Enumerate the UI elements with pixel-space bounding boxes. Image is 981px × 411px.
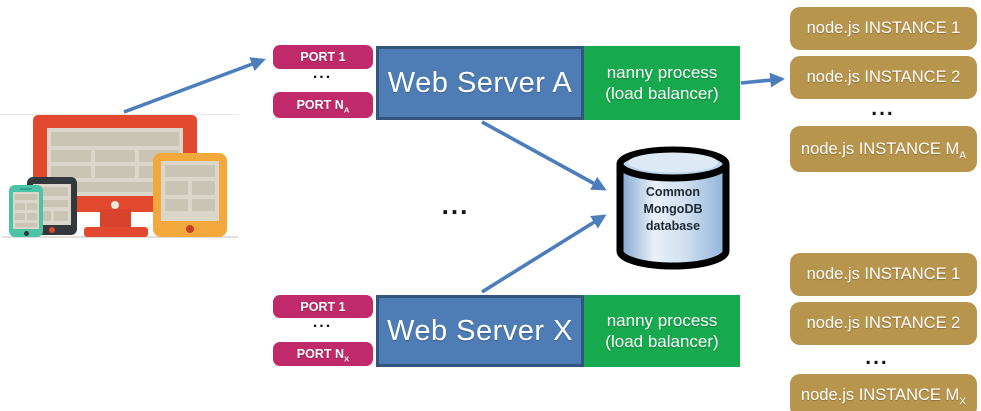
screen-wireframe-block [51, 132, 179, 146]
cylinder-icon [616, 146, 730, 270]
screen-wireframe-block [36, 200, 68, 207]
tablet-home-button [186, 225, 194, 233]
screen-wireframe-block [165, 181, 188, 195]
instance-label: node.js INSTANCE 2 [806, 314, 961, 332]
monitor-camera-dot [111, 201, 119, 209]
phone-screen [13, 192, 39, 229]
mongodb-label-line: MongoDB [643, 201, 703, 216]
mongodb-label-line: database [645, 218, 701, 233]
nodejs-instance-x-m: node.js INSTANCE MX [790, 374, 977, 411]
servers-ellipsis: ... [441, 190, 470, 220]
screen-wireframe-block [192, 199, 215, 211]
web-server-a-box: Web Server A [376, 46, 584, 120]
arrow-nanny-a-to-instances [740, 72, 785, 88]
nanny-x-line2: (load balancer) [605, 332, 719, 351]
ports-x-ellipsis: ... [312, 314, 333, 331]
instance-label: node.js INSTANCE 1 [806, 19, 961, 37]
screen-wireframe-block [27, 203, 37, 210]
web-server-a-label: Web Server A [387, 66, 573, 99]
screen-wireframe-block [15, 213, 25, 220]
screen-wireframe-block [51, 182, 179, 192]
ports-a-ellipsis: ... [312, 65, 333, 82]
screen-wireframe-block [95, 150, 135, 162]
instance-label: node.js INSTANCE MA [800, 139, 967, 161]
instances-x-ellipsis: ... [865, 346, 889, 369]
monitor-stand-base [84, 227, 148, 237]
mongodb-database: Common MongoDB database [612, 144, 734, 274]
nanny-process-a-box: nanny process (load balancer) [584, 46, 740, 120]
nanny-a-line1: nanny process [606, 62, 718, 82]
screen-wireframe-block [36, 211, 51, 221]
phone-speaker [20, 188, 32, 190]
port-label: PORT NA [296, 98, 350, 115]
ground-line [2, 236, 238, 238]
mongodb-label: Common MongoDB database [622, 184, 724, 235]
instance-label: node.js INSTANCE 1 [806, 265, 961, 283]
port-box-x-n: PORT NX [273, 342, 373, 366]
tablet-icon [153, 153, 227, 237]
monitor-stand-neck [100, 209, 131, 230]
screen-wireframe-block [51, 150, 91, 162]
nanny-x-line1: nanny process [606, 310, 718, 330]
arrow-server-x-to-db [481, 214, 607, 294]
port-box-a-1: PORT 1 [273, 45, 373, 69]
port-box-a-n: PORT NA [273, 92, 373, 118]
web-server-x-label: Web Server X [387, 314, 573, 347]
instance-label: node.js INSTANCE MX [800, 386, 967, 408]
horizon-line [0, 114, 238, 115]
phablet-home-button [49, 227, 55, 233]
arrow-server-a-to-db [481, 120, 607, 191]
smartphone-icon [9, 185, 43, 237]
client-devices-illustration [0, 105, 245, 245]
nodejs-instance-x-2: node.js INSTANCE 2 [790, 302, 977, 345]
screen-wireframe-block [165, 165, 215, 177]
screen-wireframe-block [15, 223, 37, 227]
nanny-process-x-box: nanny process (load balancer) [584, 295, 740, 367]
screen-wireframe-block [15, 203, 25, 210]
nodejs-instance-x-1: node.js INSTANCE 1 [790, 253, 977, 296]
port-label: PORT 1 [300, 50, 346, 64]
instances-a-ellipsis: ... [871, 97, 895, 120]
nodejs-instance-a-2: node.js INSTANCE 2 [790, 56, 977, 99]
port-label: PORT 1 [300, 299, 346, 314]
port-label: PORT NX [296, 347, 350, 364]
nodejs-instance-a-1: node.js INSTANCE 1 [790, 7, 977, 50]
screen-wireframe-block [36, 187, 68, 196]
screen-wireframe-block [54, 211, 68, 221]
nodejs-instance-a-m: node.js INSTANCE MA [790, 126, 977, 172]
screen-wireframe-block [51, 166, 91, 178]
screen-wireframe-block [15, 194, 37, 200]
phone-home-button [24, 231, 29, 236]
screen-wireframe-block [95, 166, 135, 178]
port-box-x-1: PORT 1 [273, 295, 373, 318]
mongodb-label-line: Common [645, 185, 701, 199]
instance-label: node.js INSTANCE 2 [806, 68, 961, 86]
web-server-x-box: Web Server X [376, 295, 584, 367]
screen-wireframe-block [192, 181, 215, 195]
arrow-clients-to-server-a [123, 57, 266, 114]
screen-wireframe-block [165, 199, 188, 211]
tablet-screen [161, 161, 219, 221]
screen-wireframe-block [27, 213, 37, 220]
nanny-a-line2: (load balancer) [605, 84, 719, 103]
